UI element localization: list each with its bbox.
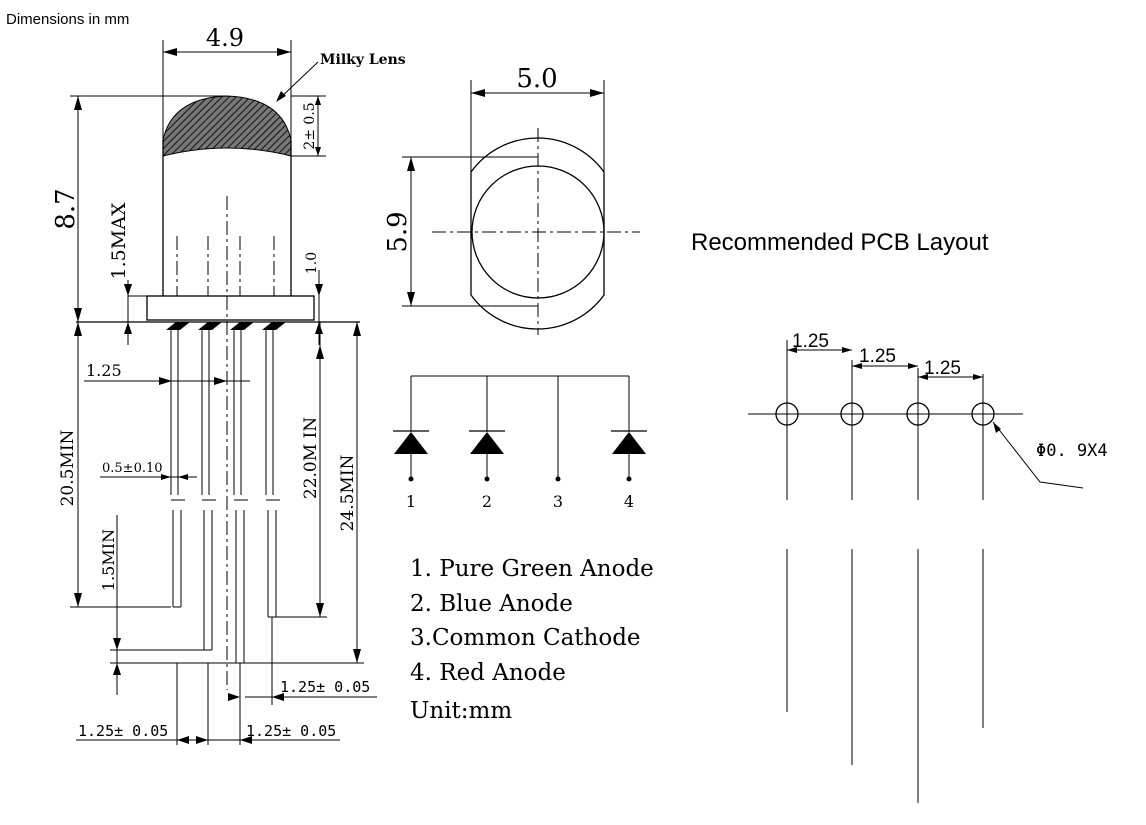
- diode-1-icon: [393, 430, 429, 478]
- pcb-pitch-label: 1.25: [924, 358, 961, 379]
- lens-height-label: 2± 0.5: [302, 102, 318, 149]
- dimensions-note: Dimensions in mm: [6, 11, 129, 28]
- schematic: 1 2 3 4: [393, 375, 647, 511]
- pinout-item: 3.Common Cathode: [410, 625, 641, 651]
- pcb-title: Recommended PCB Layout: [691, 229, 989, 256]
- pcb-hole-icon: [775, 402, 799, 426]
- diode-4-icon: [611, 430, 647, 478]
- pitch-top-label: 1.25: [86, 361, 122, 380]
- lead-1: [170, 330, 182, 608]
- lead-width-label: 0.5±0.10: [102, 461, 163, 476]
- top-view-outline: [470, 137, 605, 330]
- pinout-item: 1. Pure Green Anode: [410, 556, 654, 582]
- mid-lead-label: 22.0M IN: [301, 417, 321, 499]
- pin-1-label: 1: [406, 492, 416, 511]
- top-height-label: 5.9: [383, 211, 413, 252]
- pcb-hole-icon: [971, 402, 995, 426]
- pcb-hole-icon: [906, 402, 930, 426]
- kink-label: 1.5MIN: [99, 529, 118, 591]
- top-width-label: 5.0: [516, 64, 557, 94]
- pitch-right-bottom-label: 1.25± 0.05: [246, 722, 336, 740]
- long-lead-label: 24.5MIN: [338, 454, 358, 531]
- short-lead-label: 20.5MIN: [58, 429, 78, 506]
- lead-4: [265, 330, 277, 618]
- pin-4-label: 4: [624, 492, 634, 511]
- total-height-label: 8.7: [51, 188, 81, 229]
- lead-2: [201, 330, 213, 651]
- pin-3-label: 3: [553, 492, 563, 511]
- pin-2-label: 2: [482, 492, 492, 511]
- led-flange: [146, 295, 315, 321]
- body-width-label: 4.9: [206, 24, 244, 52]
- pcb-layout: Recommended PCB Layout 1.25 1.25 1.25 Φ0…: [691, 229, 1108, 803]
- flange-max-label: 1.5MAX: [108, 202, 130, 279]
- lead-3: [233, 330, 245, 664]
- milky-lens-label: Milky Lens: [320, 52, 406, 68]
- hole-size-label: Φ0. 9X4: [1036, 441, 1108, 461]
- pcb-hole-icon: [840, 402, 864, 426]
- top-view: 5.0 5.9: [383, 64, 640, 335]
- unit-label: Unit:mm: [410, 698, 512, 724]
- pinout-item: 4. Red Anode: [410, 660, 566, 686]
- flange-thickness-label: 1.0: [304, 252, 320, 274]
- milky-lens-shape: [162, 95, 292, 157]
- pinout-list: 1. Pure Green Anode 2. Blue Anode 3.Comm…: [410, 556, 654, 724]
- pinout-item: 2. Blue Anode: [410, 591, 573, 617]
- pitch-right-label: 1.25± 0.05: [280, 678, 370, 696]
- pcb-pitch-label: 1.25: [859, 346, 896, 367]
- diode-2-icon: [469, 430, 505, 478]
- side-view: 4.9 Milky Lens 8.7 2± 0.5 1.5MAX 1.0 1.2…: [51, 24, 406, 745]
- pcb-pitch-label: 1.25: [792, 331, 829, 352]
- pitch-left-bottom-label: 1.25± 0.05: [78, 722, 168, 740]
